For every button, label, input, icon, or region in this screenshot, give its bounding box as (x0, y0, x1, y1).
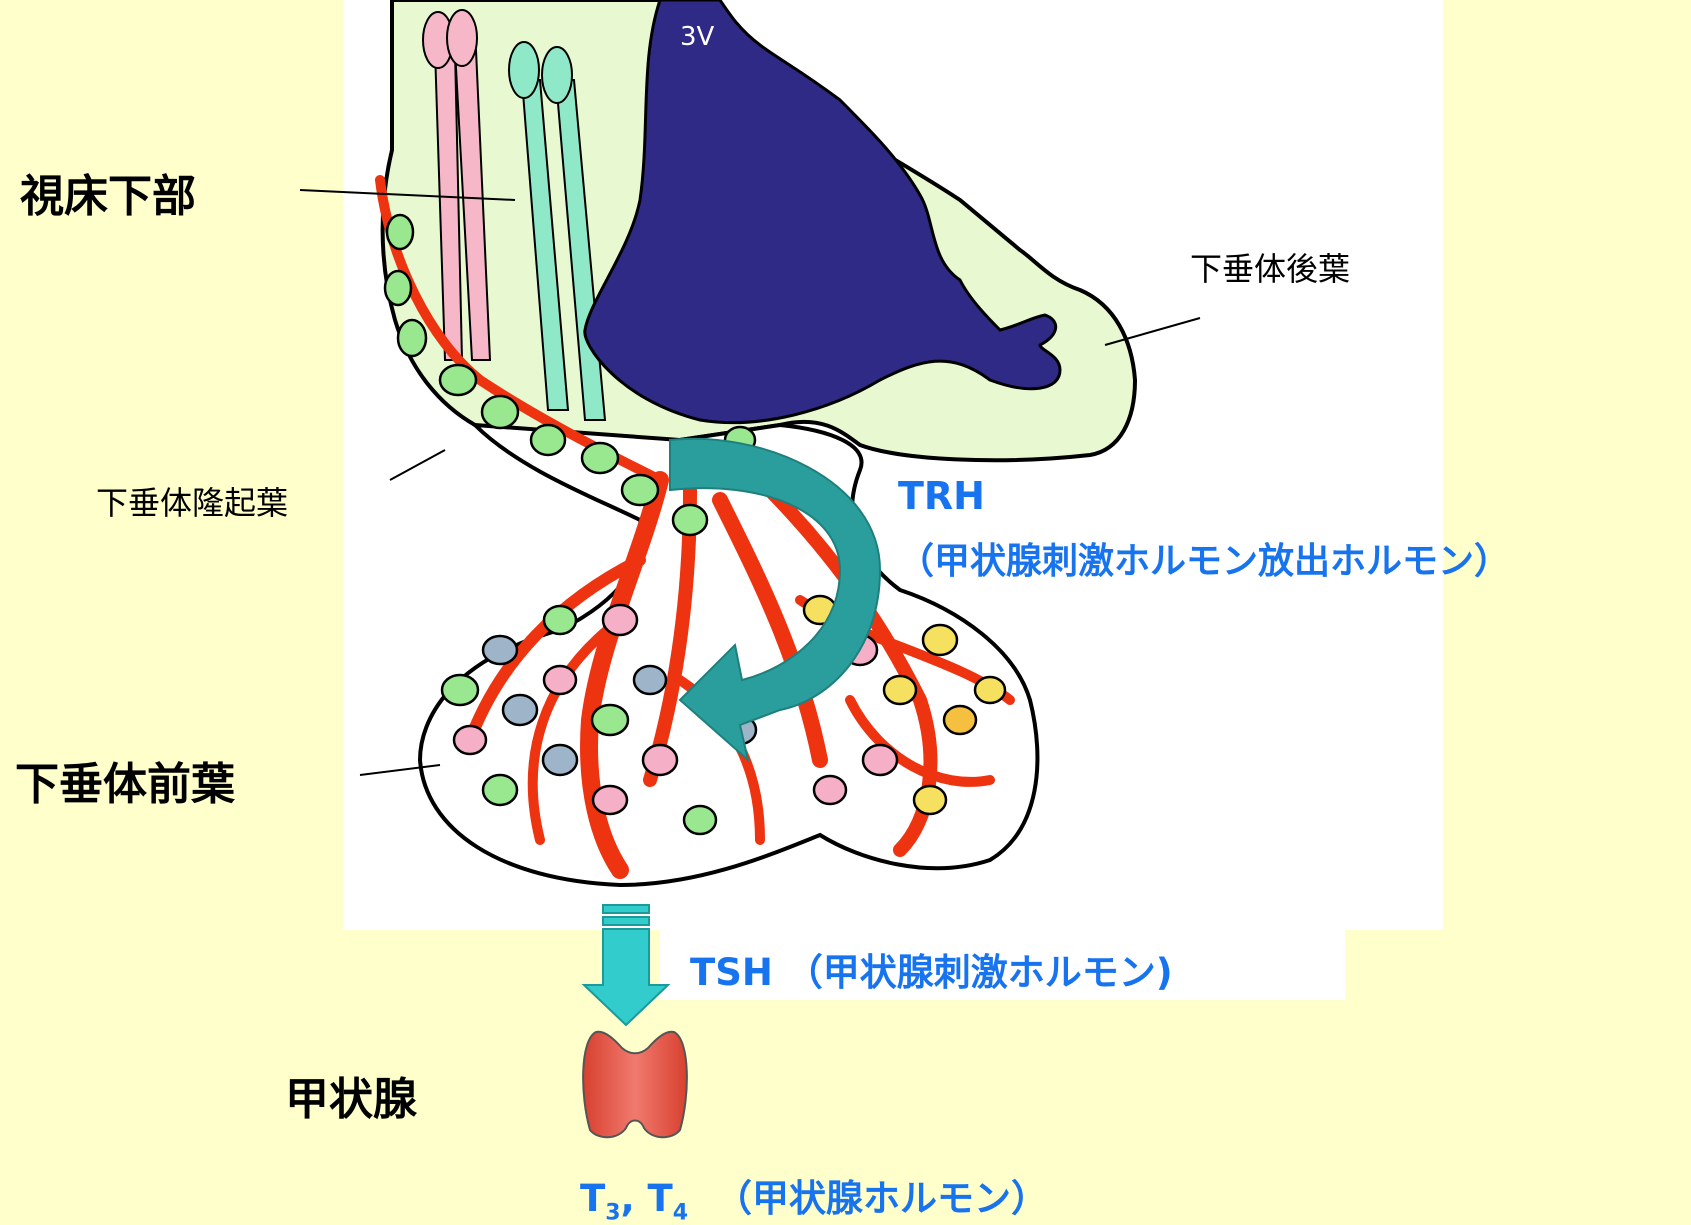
trh-arrow (669, 437, 882, 763)
thyroid-hormone-name: （甲状腺ホルモン） (714, 1177, 1048, 1220)
thyroid-gland (582, 1030, 688, 1139)
tsh-label: TSH （甲状腺刺激ホルモン) (690, 942, 1173, 996)
neurons (422, 9, 607, 421)
pars-tuberalis-label: 下垂体隆起葉 (96, 484, 289, 522)
tsh-arrow (581, 904, 671, 1027)
pars-tuberalis-cells (383, 213, 757, 537)
thyroid-hormone-label: T3, T4 （甲状腺ホルモン） (580, 1168, 1048, 1225)
third-ventricle (583, 0, 1062, 425)
hypothalamus-label: 視床下部 (20, 171, 196, 222)
separator: , (620, 1177, 648, 1220)
trh-abbrev: TRH (898, 474, 985, 518)
tsh-abbrev: TSH (690, 951, 773, 994)
trh-full-name: （甲状腺刺激ホルモン放出ホルモン） (898, 541, 1511, 582)
posterior-pituitary-label: 下垂体後葉 (1190, 250, 1351, 288)
t3-subscript: 3 (605, 1200, 621, 1225)
leader-lines (299, 189, 1201, 776)
tsh-label-panel (660, 930, 1345, 1000)
t4-subscript: 4 (672, 1200, 689, 1225)
t3-letter: T (580, 1177, 606, 1220)
anterior-pituitary-label: 下垂体前葉 (15, 759, 235, 810)
thyroid-label: 甲状腺 (285, 1074, 417, 1125)
t4-letter: T (647, 1177, 673, 1220)
tsh-full-name: （甲状腺刺激ホルモン) (785, 951, 1173, 994)
third-ventricle-label: 3V (680, 22, 715, 52)
